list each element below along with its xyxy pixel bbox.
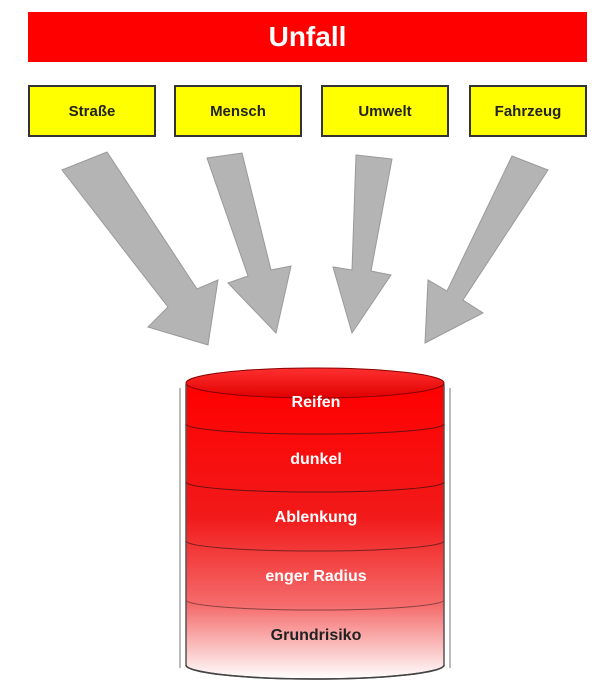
factor-label: Umwelt [358,102,412,120]
arrow-down-icon [332,154,393,335]
factor-vehicle: Fahrzeug [469,85,587,137]
factor-human: Mensch [174,85,302,137]
factor-label: Straße [68,102,116,120]
layer-distraction: Ablenkung [274,509,358,526]
layer-tight-radius: enger Radius [265,568,367,585]
arrow-down-icon [206,152,292,335]
factor-label: Mensch [210,102,266,120]
risk-cylinder [179,367,451,680]
factor-road: Straße [28,85,156,137]
factor-environment: Umwelt [321,85,449,137]
layer-tires: Reifen [291,394,341,411]
layer-base-risk: Grundrisiko [270,627,362,644]
layer-dark: dunkel [290,451,342,468]
arrow-down-left-icon [424,155,549,344]
arrow-down-right-icon [61,151,219,346]
page-title: Unfall [268,21,347,52]
accident-banner: Unfall [28,12,587,62]
factor-label: Fahrzeug [494,102,562,120]
